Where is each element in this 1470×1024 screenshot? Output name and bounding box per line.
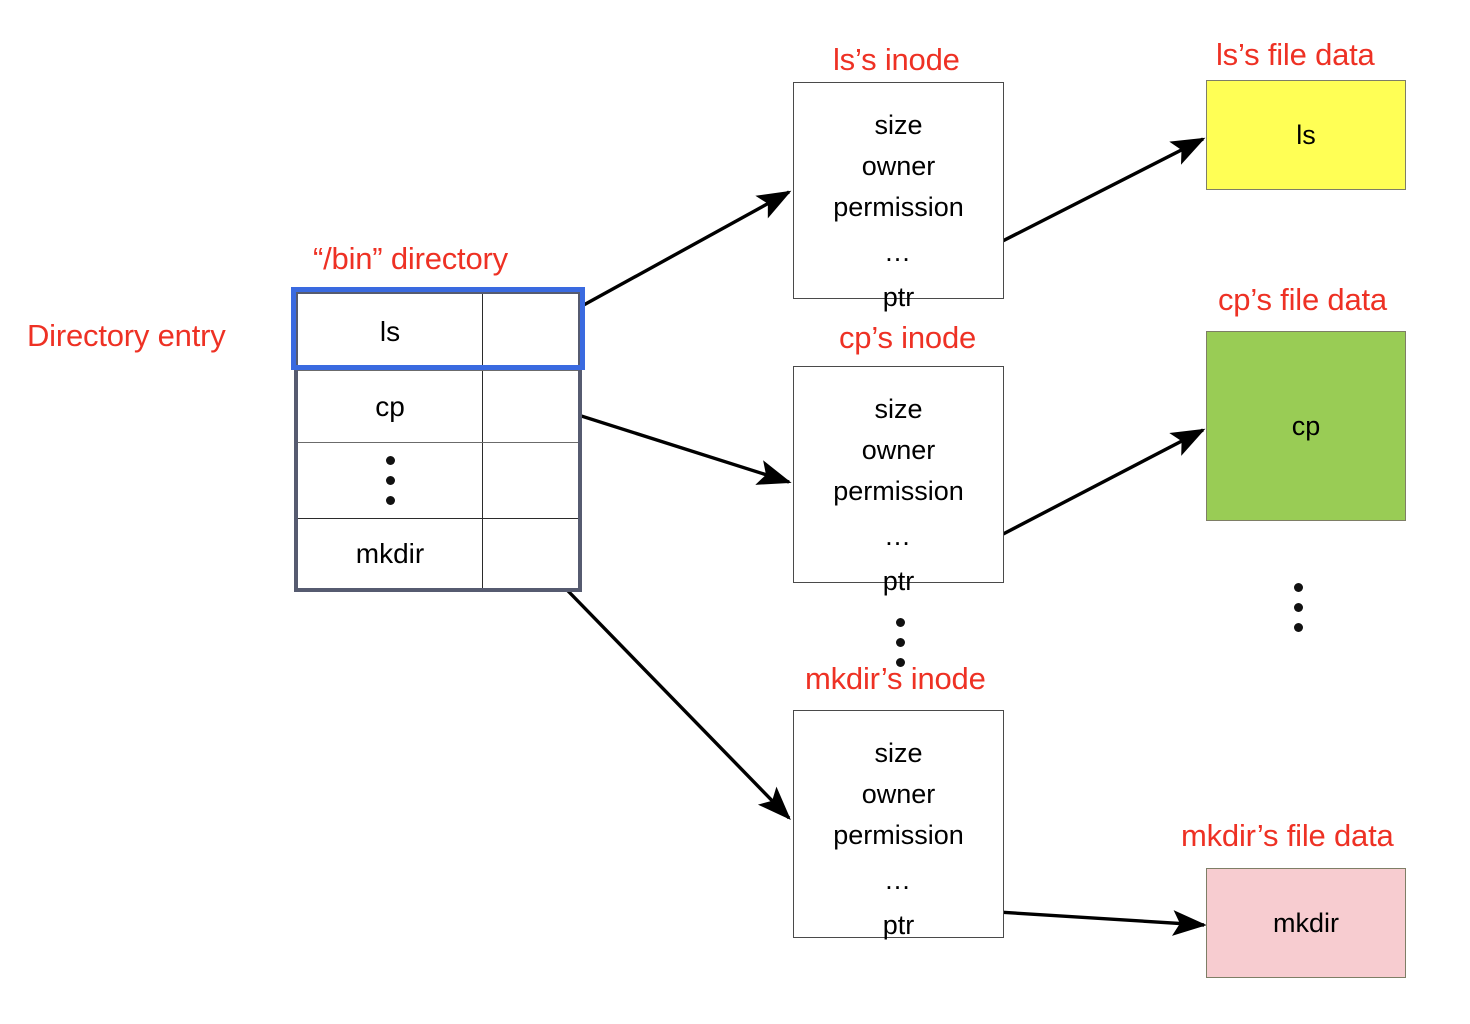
vertical-ellipsis-icon-data <box>1291 583 1305 632</box>
ls-inode-box: size owner permission … ptr <box>793 82 1004 312</box>
vertical-ellipsis-icon-inodes <box>893 618 907 667</box>
inode-field-size: size <box>874 738 923 768</box>
inode-field-permission: permission <box>833 192 964 223</box>
ls-file-data-block: ls <box>1206 80 1406 190</box>
table-row[interactable]: mkdir <box>298 518 578 588</box>
file-data-label: mkdir <box>1273 907 1339 938</box>
ls-file-data-title: ls’s file data <box>1216 37 1375 72</box>
inode-field-owner: owner <box>861 435 936 466</box>
table-row[interactable] <box>298 442 578 518</box>
inode-field-ptr: ptr <box>882 910 915 941</box>
bin-directory-table: ls cp mkdir <box>294 290 582 592</box>
table-row[interactable]: cp <box>298 370 578 442</box>
cp-file-data-title: cp’s file data <box>1218 282 1387 317</box>
inode-field-ellipsis: … <box>884 521 913 552</box>
inode-field-permission: permission <box>833 476 964 507</box>
inode-field-owner: owner <box>861 779 936 810</box>
arrow-mkdir-entry-to-mkdir-inode <box>532 554 791 820</box>
inode-field-size: size <box>874 110 923 140</box>
cp-inode-box: size owner permission … ptr <box>793 366 1004 596</box>
mkdir-inode-title: mkdir’s inode <box>805 661 986 696</box>
dir-entry-inode-pointer <box>483 371 578 442</box>
dir-entry-name: ls <box>298 294 483 370</box>
table-row[interactable]: ls <box>298 294 578 370</box>
vertical-ellipsis-icon <box>383 456 397 505</box>
inode-field-permission: permission <box>833 820 964 851</box>
cp-file-data-block: cp <box>1206 331 1406 521</box>
ls-inode-title: ls’s inode <box>833 42 960 77</box>
bin-directory-title: “/bin” directory <box>313 241 508 276</box>
cp-inode-title: cp’s inode <box>839 320 977 355</box>
dir-entry-inode-pointer <box>483 294 578 370</box>
mkdir-file-data-block: mkdir <box>1206 868 1406 978</box>
dir-entry-inode-pointer <box>483 443 578 518</box>
file-data-label: ls <box>1296 119 1316 150</box>
inode-field-ellipsis: … <box>884 865 913 896</box>
inode-field-ptr: ptr <box>882 566 915 597</box>
inode-field-ellipsis: … <box>884 237 913 268</box>
inode-field-size: size <box>874 394 923 424</box>
dir-entry-name: mkdir <box>298 519 483 588</box>
directory-entry-label: Directory entry <box>27 318 226 353</box>
dir-entry-name-ellipsis <box>298 443 483 518</box>
inode-field-owner: owner <box>861 151 936 182</box>
mkdir-file-data-title: mkdir’s file data <box>1181 818 1394 853</box>
dir-entry-inode-pointer <box>483 519 578 588</box>
dir-entry-name: cp <box>298 371 483 442</box>
inode-field-ptr: ptr <box>882 282 915 313</box>
file-data-label: cp <box>1291 410 1321 441</box>
mkdir-inode-box: size owner permission … ptr <box>793 710 1004 940</box>
